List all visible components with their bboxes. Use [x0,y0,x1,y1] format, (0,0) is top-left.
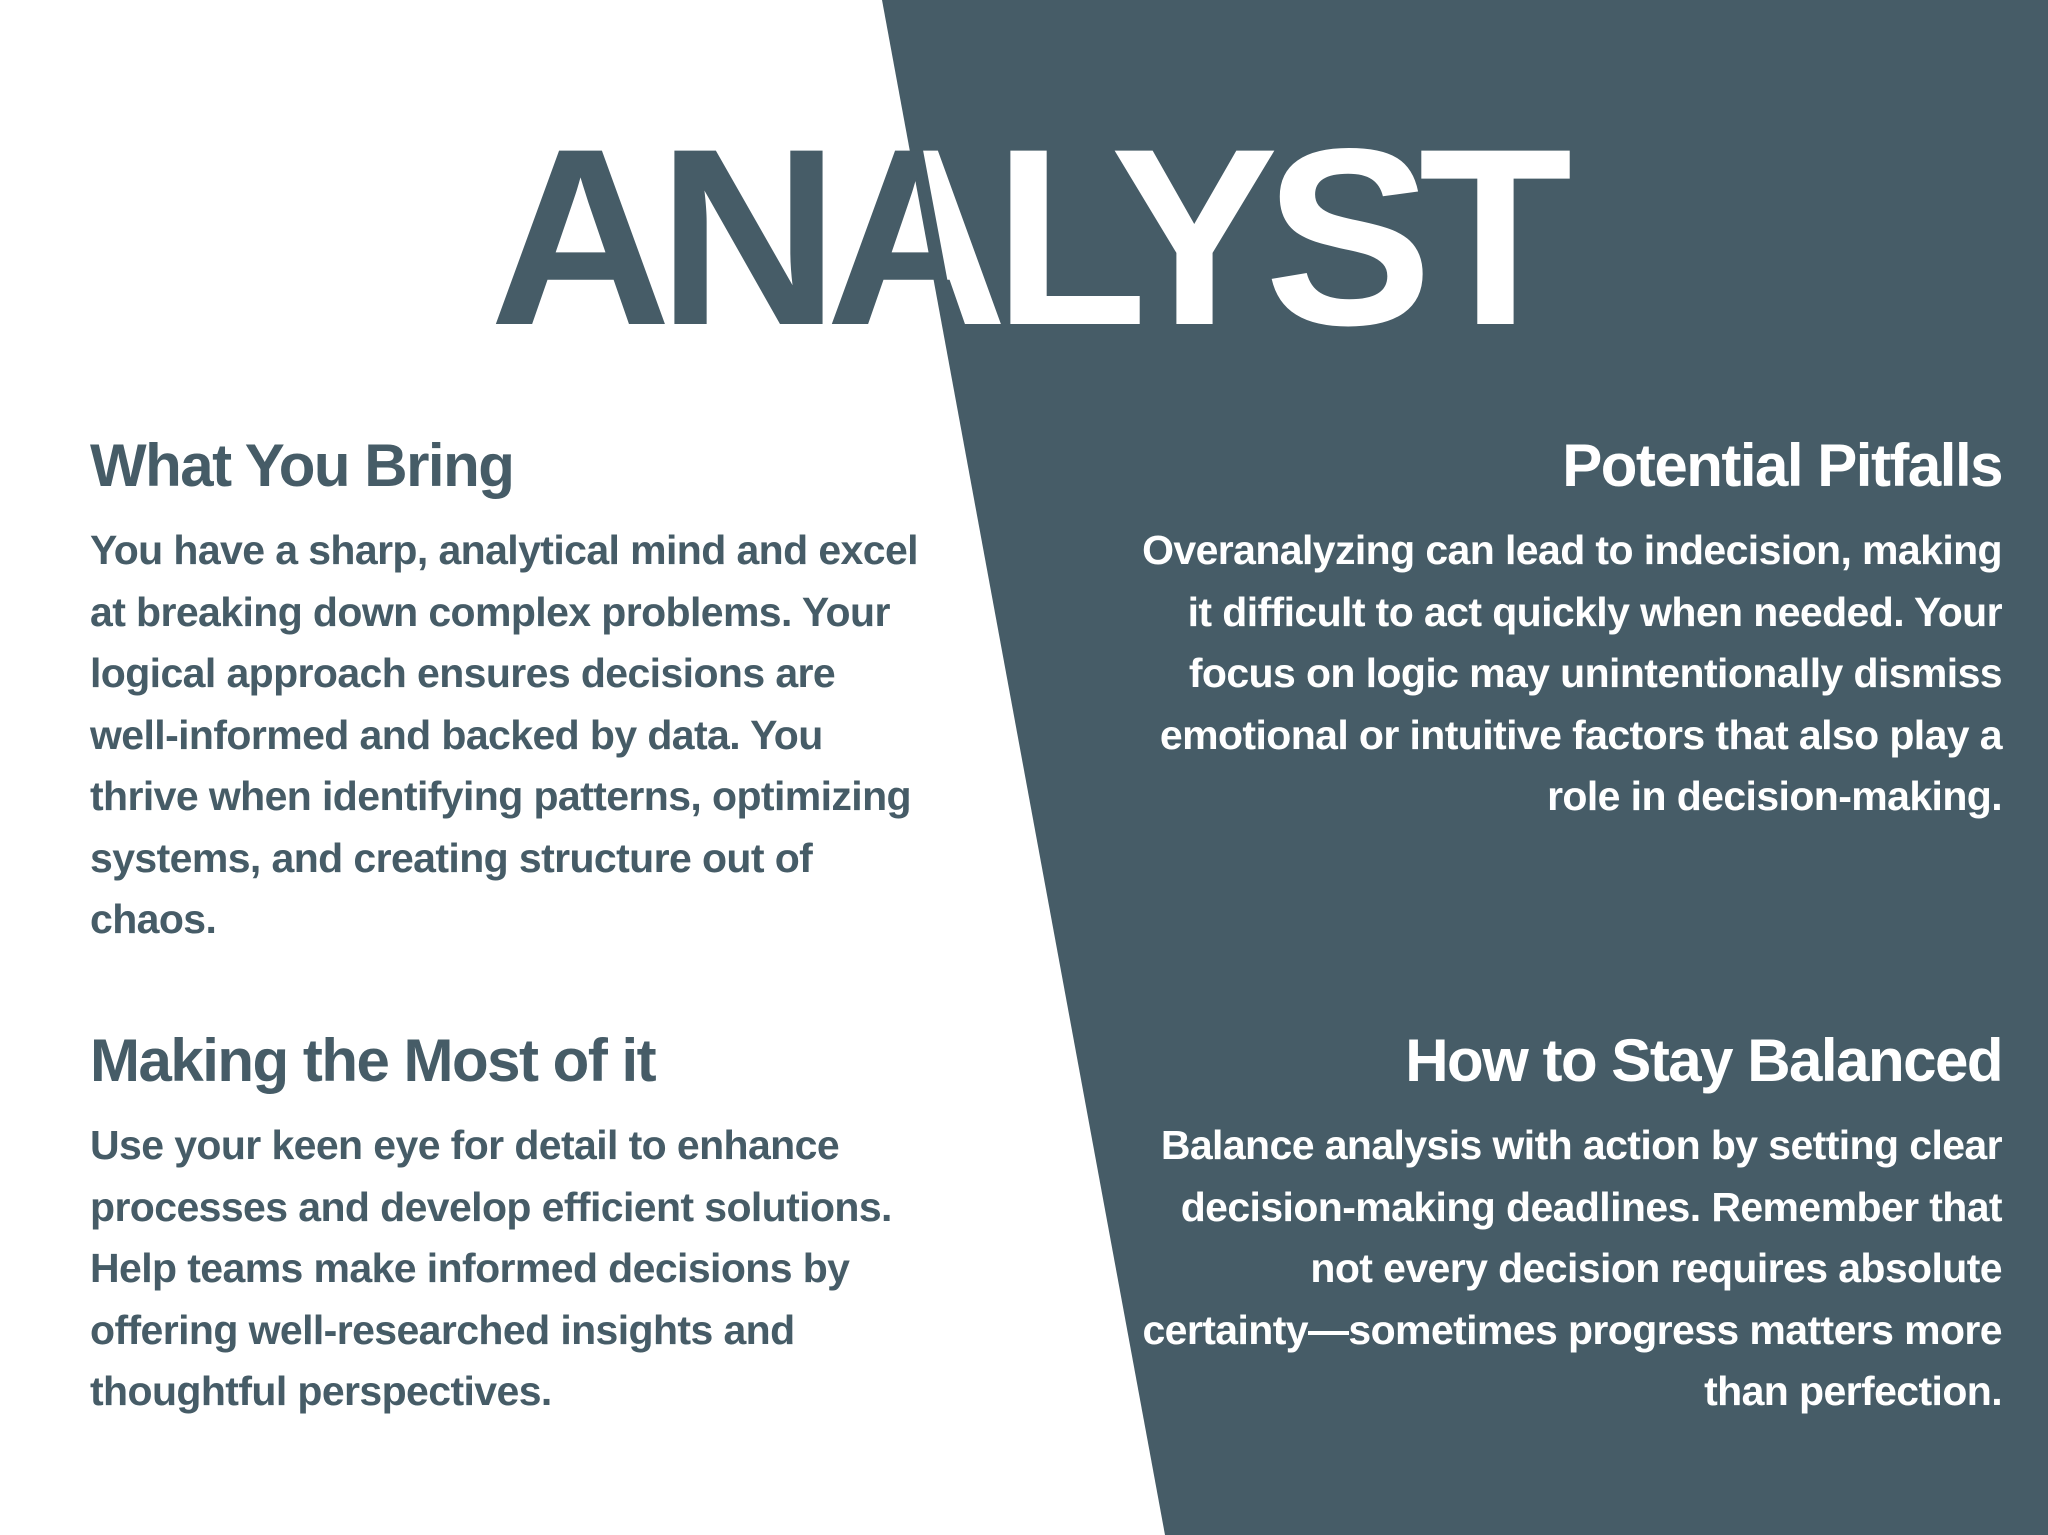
making-the-most-heading: Making the Most of it [90,1027,657,1094]
what-you-bring-section: What You Bring You have a sharp, analyti… [90,430,950,951]
stay-balanced-section: How to Stay Balanced Balance analysis wi… [1142,1025,2003,1423]
making-the-most-section: Making the Most of it Use your keen eye … [90,1025,950,1423]
what-you-bring-heading: What You Bring [90,432,515,499]
potential-pitfalls-heading: Potential Pitfalls [1562,432,2003,499]
potential-pitfalls-text: Overanalyzing can lead to indecision, ma… [1142,527,2003,819]
stay-balanced-heading: How to Stay Balanced [1405,1027,2003,1094]
stay-balanced-text: Balance analysis with action by setting … [1142,1122,2002,1414]
main-title-overlay: ANALYST [489,97,1572,378]
main-title: ANALYST [489,97,1573,378]
what-you-bring-text: You have a sharp, analytical mind and ex… [90,527,919,942]
potential-pitfalls-section: Potential Pitfalls Overanalyzing can lea… [1142,430,2003,828]
making-the-most-text: Use your keen eye for detail to enhance … [90,1122,892,1414]
